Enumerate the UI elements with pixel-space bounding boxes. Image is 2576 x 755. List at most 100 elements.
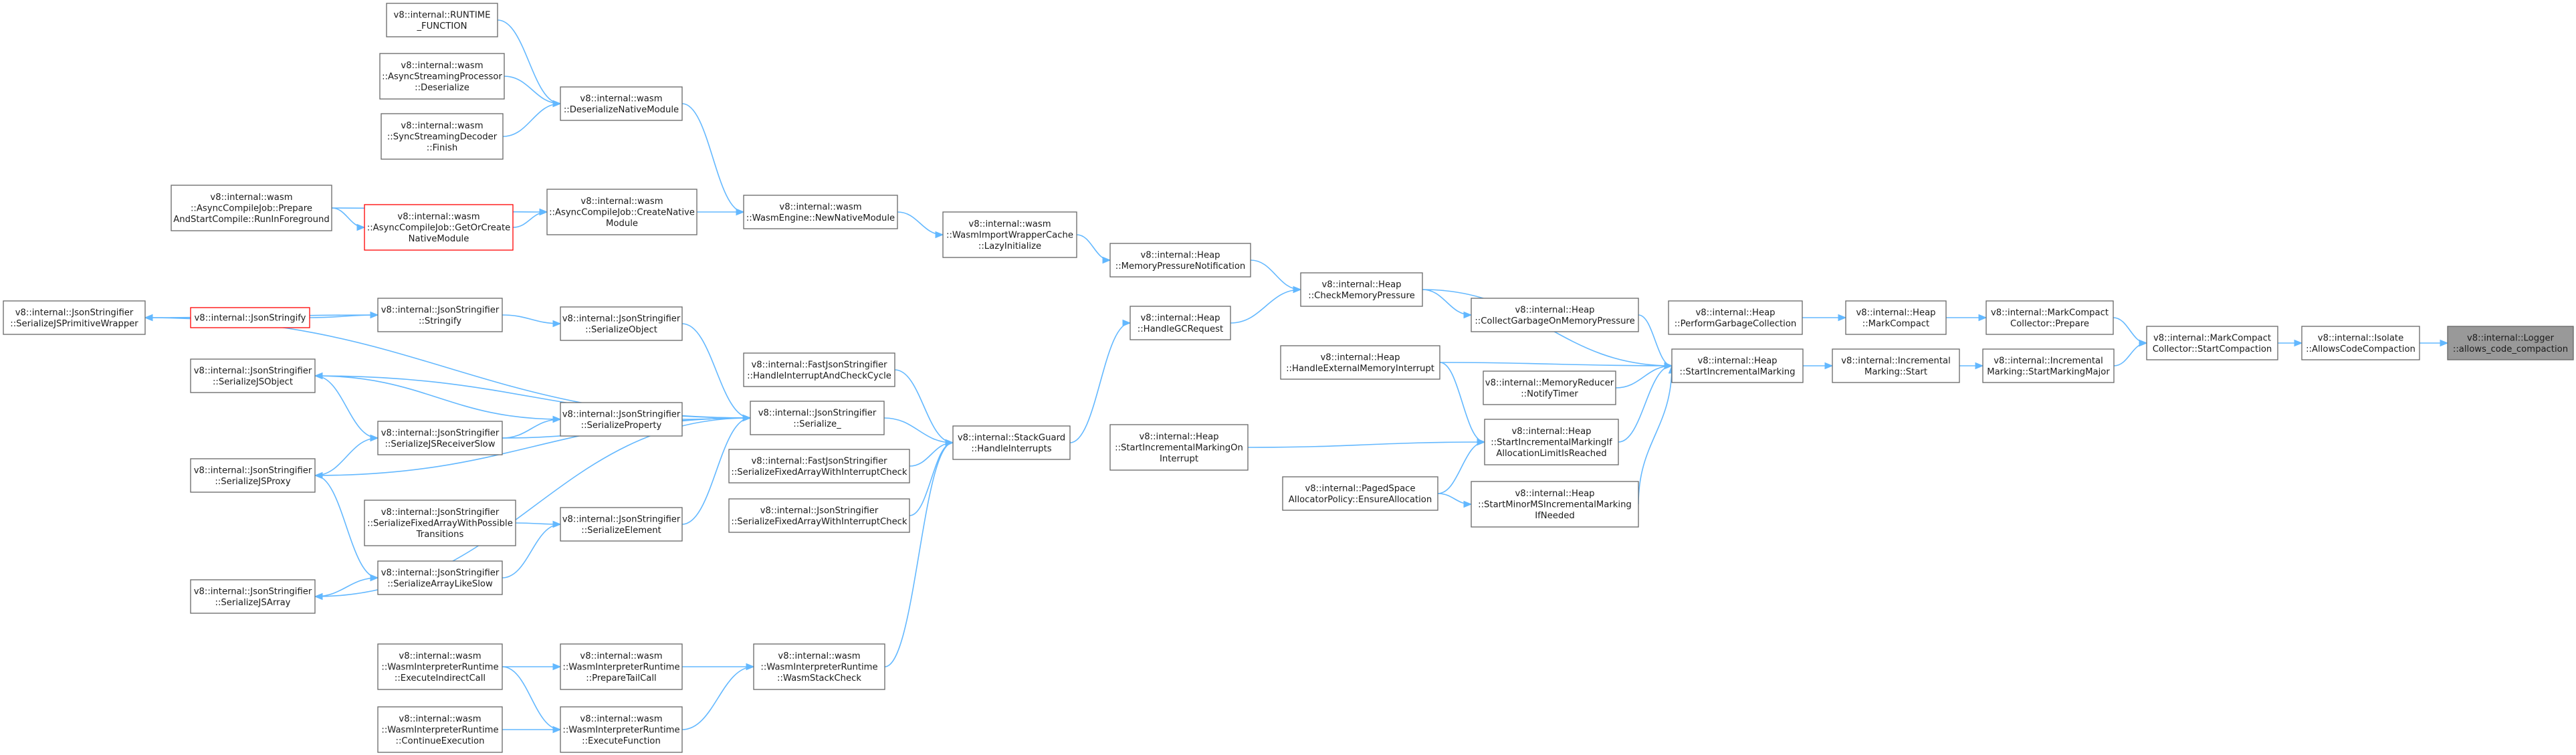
node-label: v8::internal::JsonStringifier	[381, 568, 500, 578]
node-heap_simoi[interactable]: v8::internal::Heap::StartIncrementalMark…	[1109, 424, 1249, 471]
node-heap_sim[interactable]: v8::internal::Heap::StartIncrementalMark…	[1671, 348, 1804, 383]
edge-im_start-to-im_smm	[1959, 362, 1984, 370]
node-js_sp[interactable]: v8::internal::JsonStringifier::Serialize…	[560, 402, 683, 437]
edge-js_sjsrs-to-js_sp	[502, 415, 562, 439]
node-heap_mc[interactable]: v8::internal::Heap::MarkCompact	[1845, 300, 1947, 335]
node-heap_hemi[interactable]: v8::internal::Heap::HandleExternalMemory…	[1280, 345, 1440, 380]
node-logger[interactable]: v8::internal::Logger::allows_code_compac…	[2447, 326, 2574, 360]
node-paged[interactable]: v8::internal::PagedSpaceAllocatorPolicy:…	[1282, 476, 1438, 511]
node-label: v8::internal::Logger	[2467, 333, 2555, 343]
node-box	[952, 425, 1071, 460]
node-heap_mpn[interactable]: v8::internal::Heap::MemoryPressureNotifi…	[1109, 243, 1251, 278]
node-label: v8::internal::MarkCompact	[1991, 308, 2109, 318]
node-wir_wsc[interactable]: v8::internal::wasm::WasmInterpreterRunti…	[753, 643, 885, 690]
node-jsstringify[interactable]: v8::internal::JsonStringify	[190, 307, 310, 328]
edge-line	[314, 437, 379, 476]
node-js_stringify[interactable]: v8::internal::JsonStringifier::Stringify	[377, 298, 503, 332]
node-js_sjsa[interactable]: v8::internal::JsonStringifier::Serialize…	[190, 579, 316, 614]
node-dnm[interactable]: v8::internal::wasm::DeserializeNativeMod…	[560, 86, 683, 121]
node-label: v8::internal::wasm	[399, 651, 481, 661]
node-wir_ef[interactable]: v8::internal::wasm::WasmInterpreterRunti…	[560, 706, 683, 753]
node-wir_eic[interactable]: v8::internal::wasm::WasmInterpreterRunti…	[377, 643, 503, 690]
node-wir_ptc[interactable]: v8::internal::wasm::WasmInterpreterRunti…	[560, 643, 683, 690]
node-im_start[interactable]: v8::internal::IncrementalMarking::Start	[1832, 348, 1960, 383]
edge-line	[884, 442, 954, 667]
node-label: Collector::Prepare	[2010, 319, 2089, 329]
node-heap_sminor[interactable]: v8::internal::Heap::StartMinorMSIncremen…	[1471, 481, 1639, 528]
node-label: v8::internal::JsonStringifier	[760, 506, 879, 516]
node-heap_hgcr[interactable]: v8::internal::Heap::HandleGCRequest	[1130, 306, 1231, 340]
node-box	[1109, 243, 1251, 278]
arrowhead-icon	[1463, 500, 1473, 508]
node-rf[interactable]: v8::internal::RUNTIME_FUNCTION	[386, 3, 498, 37]
node-box	[560, 706, 683, 753]
edge-line	[314, 475, 379, 578]
edge-line	[1247, 441, 1485, 448]
node-js_sjsrs[interactable]: v8::internal::JsonStringifier::Serialize…	[377, 421, 503, 455]
node-box	[190, 358, 316, 393]
node-label: v8::internal::Isolate	[2318, 333, 2403, 343]
node-box	[377, 298, 503, 332]
node-js_sjsp[interactable]: v8::internal::JsonStringifier::Serialize…	[190, 458, 316, 493]
node-box	[2146, 326, 2278, 360]
node-label: v8::internal::Heap	[1856, 308, 1935, 318]
node-label: ::ContinueExecution	[396, 736, 485, 746]
edge-js_sjso-to-js_sjsrs	[314, 375, 379, 442]
node-wir_ce[interactable]: v8::internal::wasm::WasmInterpreterRunti…	[377, 706, 503, 753]
node-label: v8::internal::Incremental	[1841, 356, 1951, 366]
node-heap_simialr[interactable]: v8::internal::Heap::StartIncrementalMark…	[1484, 419, 1619, 465]
node-im_smm[interactable]: v8::internal::IncrementalMarking::StartM…	[1982, 348, 2115, 383]
edge-line	[1076, 234, 1111, 261]
node-mc_start[interactable]: v8::internal::MarkCompactCollector::Star…	[2146, 326, 2278, 360]
node-sg_hi[interactable]: v8::internal::StackGuard::HandleInterrup…	[952, 425, 1071, 460]
node-label: ::StartMinorMSIncrementalMarking	[1478, 500, 1632, 510]
node-heap_cmp[interactable]: v8::internal::Heap::CheckMemoryPressure	[1300, 272, 1423, 307]
edge-js_serialize-to-sg_hi	[883, 417, 954, 447]
node-fjs_hiacc[interactable]: v8::internal::FastJsonStringifier::Handl…	[743, 352, 895, 387]
arrowhead-icon	[2440, 339, 2449, 347]
node-ssd_f[interactable]: v8::internal::wasm::SyncStreamingDecoder…	[381, 113, 504, 160]
node-js_sfawic[interactable]: v8::internal::JsonStringifier::Serialize…	[728, 498, 910, 533]
node-engine_nnm[interactable]: v8::internal::wasm::WasmEngine::NewNativ…	[743, 195, 898, 229]
node-label: ::StartIncrementalMarking	[1680, 367, 1796, 377]
node-fjs_sfawic[interactable]: v8::internal::FastJsonStringifier::Seria…	[728, 449, 910, 483]
edge-engine_nnm-to-wiwc	[897, 211, 944, 239]
node-js_sfawpt[interactable]: v8::internal::JsonStringifier::Serialize…	[364, 500, 516, 546]
node-label: ::WasmStackCheck	[777, 673, 861, 683]
node-label: v8::internal::Heap	[1139, 432, 1218, 442]
node-box	[1282, 476, 1438, 511]
edge-line	[1250, 259, 1301, 290]
node-acj_cnm[interactable]: v8::internal::wasm::AsyncCompileJob::Cre…	[546, 189, 697, 235]
node-box	[3, 300, 146, 335]
node-acj_gocnm[interactable]: v8::internal::wasm::AsyncCompileJob::Get…	[364, 204, 514, 251]
node-isolate[interactable]: v8::internal::Isolate::AllowsCodeCompact…	[2301, 326, 2420, 360]
node-label: v8::internal::Heap	[1140, 313, 1220, 323]
node-js_sjspw[interactable]: v8::internal::JsonStringifier::Serialize…	[3, 300, 146, 335]
node-js_sals[interactable]: v8::internal::JsonStringifier::Serialize…	[377, 560, 503, 595]
node-box	[560, 306, 683, 341]
node-js_se[interactable]: v8::internal::JsonStringifier::Serialize…	[560, 507, 683, 542]
node-label: v8::internal::wasm	[401, 121, 483, 131]
node-label: ::MarkCompact	[1862, 319, 1929, 329]
node-label: ::WasmInterpreterRuntime	[562, 726, 679, 736]
node-js_serialize[interactable]: v8::internal::JsonStringifier::Serialize…	[750, 401, 885, 435]
node-wiwc[interactable]: v8::internal::wasm::WasmImportWrapperCac…	[942, 211, 1077, 258]
arrowhead-icon	[552, 320, 562, 328]
node-label: ::DeserializeNativeModule	[564, 105, 679, 115]
node-mc_prepare[interactable]: v8::internal::MarkCompactCollector::Prep…	[1985, 300, 2114, 335]
node-label: v8::internal::FastJsonStringifier	[751, 456, 887, 466]
node-label: v8::internal::wasm	[580, 197, 663, 207]
node-heap_pgc[interactable]: v8::internal::Heap::PerformGarbageCollec…	[1668, 300, 1803, 335]
edge-line	[1230, 289, 1301, 324]
node-label: v8::internal::FastJsonStringifier	[751, 360, 887, 370]
node-js_so[interactable]: v8::internal::JsonStringifier::Serialize…	[560, 306, 683, 341]
edge-wir_wsc-to-sg_hi	[884, 439, 954, 667]
node-asp_d[interactable]: v8::internal::wasm::AsyncStreamingProces…	[379, 53, 505, 100]
node-js_sjso[interactable]: v8::internal::JsonStringifier::Serialize…	[190, 358, 316, 393]
node-label: v8::internal::wasm	[580, 651, 662, 661]
node-label: ::HandleExternalMemoryInterrupt	[1286, 364, 1434, 374]
arrowhead-icon	[1477, 438, 1486, 446]
node-acj_prep[interactable]: v8::internal::wasm::AsyncCompileJob::Pre…	[171, 185, 332, 231]
node-heap_cgcomp[interactable]: v8::internal::Heap::CollectGarbageOnMemo…	[1471, 298, 1639, 332]
node-memreducer[interactable]: v8::internal::MemoryReducer::NotifyTimer	[1483, 370, 1616, 405]
